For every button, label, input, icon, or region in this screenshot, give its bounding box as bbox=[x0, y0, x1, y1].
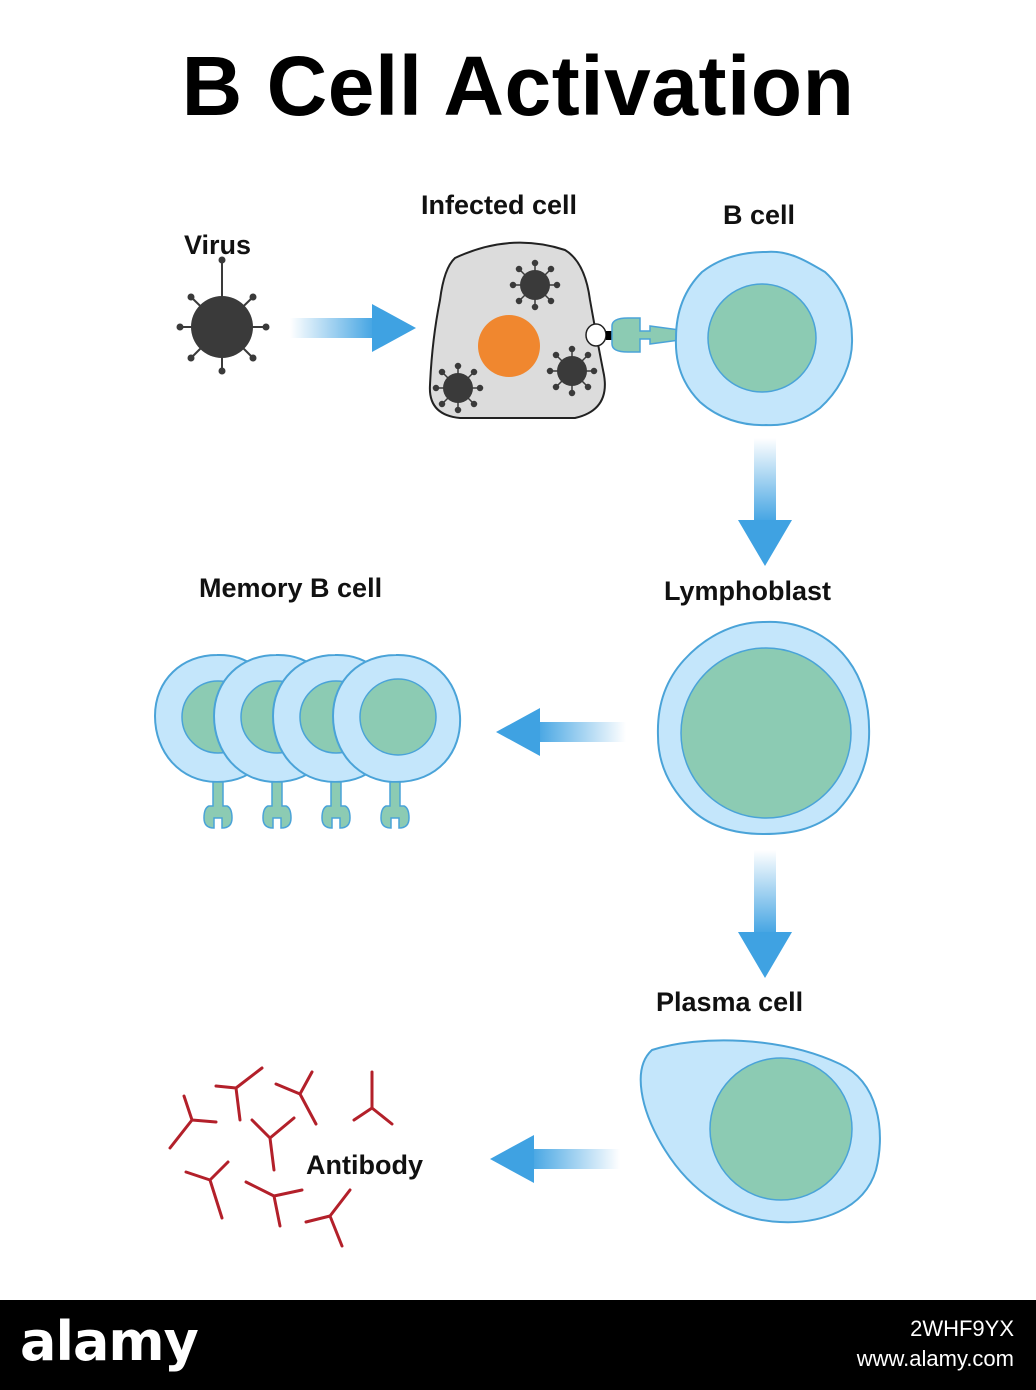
arrow-plasma-to-antibody bbox=[490, 1135, 620, 1183]
antibody-icon bbox=[214, 1066, 264, 1122]
antibody-icon bbox=[184, 1160, 230, 1220]
image-id: 2WHF9YX bbox=[910, 1316, 1014, 1341]
lymphoblast-cell bbox=[656, 620, 871, 836]
page-title: B Cell Activation bbox=[181, 39, 855, 133]
arrow-virus-to-infected bbox=[290, 304, 416, 352]
image-credit: 2WHF9YX www.alamy.com bbox=[857, 1314, 1014, 1374]
label-memory-b-cell: Memory B cell bbox=[199, 573, 383, 603]
nucleus bbox=[709, 1057, 853, 1201]
antigen-icon bbox=[585, 323, 607, 347]
arrow-lymphoblast-to-memory bbox=[496, 708, 626, 756]
infected-nucleus bbox=[478, 315, 540, 377]
diagram-canvas: B Cell Activation Virus Infected cell B … bbox=[153, 39, 881, 1248]
nucleus bbox=[680, 647, 852, 819]
b-cell bbox=[674, 250, 854, 427]
label-lymphoblast: Lymphoblast bbox=[664, 576, 832, 606]
site-url: www.alamy.com bbox=[856, 1346, 1014, 1371]
antibody-cluster bbox=[168, 1066, 394, 1248]
label-infected-cell: Infected cell bbox=[421, 190, 578, 220]
virus-icon bbox=[432, 362, 484, 414]
nucleus bbox=[707, 283, 817, 393]
antibody-icon bbox=[304, 1188, 352, 1248]
antibody-icon bbox=[168, 1094, 218, 1150]
memory-b-cell-group bbox=[153, 653, 462, 829]
plasma-cell bbox=[639, 1039, 881, 1224]
arrow-lymphoblast-to-plasma bbox=[738, 850, 792, 978]
antibody-icon bbox=[274, 1070, 318, 1126]
label-plasma-cell: Plasma cell bbox=[656, 987, 804, 1017]
antibody-icon bbox=[250, 1116, 296, 1172]
antibody-icon bbox=[352, 1070, 394, 1126]
brand-logo: alamy bbox=[20, 1310, 199, 1373]
antibody-icon bbox=[244, 1180, 304, 1228]
label-virus: Virus bbox=[184, 230, 252, 260]
footer-bar: alamy 2WHF9YX www.alamy.com bbox=[0, 1300, 1036, 1390]
virus-icon bbox=[546, 345, 598, 397]
virus-icon bbox=[509, 259, 561, 311]
label-antibody: Antibody bbox=[306, 1150, 423, 1180]
virus-icon bbox=[176, 256, 270, 375]
diagram-svg bbox=[153, 241, 881, 1248]
memory-b-cell bbox=[331, 653, 462, 829]
infected-cell bbox=[428, 241, 681, 419]
label-b-cell: B cell bbox=[723, 200, 796, 230]
arrow-bcell-to-lymphoblast bbox=[738, 438, 792, 566]
b-cell-receptor-icon bbox=[611, 317, 681, 353]
